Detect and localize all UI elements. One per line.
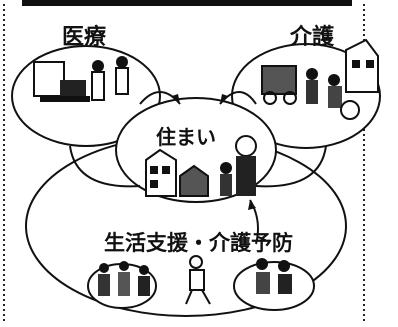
arrow-care-down	[255, 145, 327, 188]
care-illustration	[261, 38, 379, 120]
support-illustration	[98, 255, 292, 305]
arrow-head-2	[220, 94, 228, 104]
arrow-head-3	[248, 200, 256, 210]
arrow-head-1	[172, 94, 180, 104]
support-circle-right	[233, 261, 315, 311]
housing-label: 住まい	[156, 125, 216, 149]
arrow-medical-down	[69, 145, 141, 188]
housing-illustration	[145, 135, 257, 197]
medical-illustration	[33, 56, 129, 102]
top-bar	[22, 0, 352, 6]
medical-label: 医療	[62, 24, 106, 50]
care-label: 介護	[289, 24, 335, 50]
support-label: 生活支援・介護予防	[104, 231, 293, 255]
